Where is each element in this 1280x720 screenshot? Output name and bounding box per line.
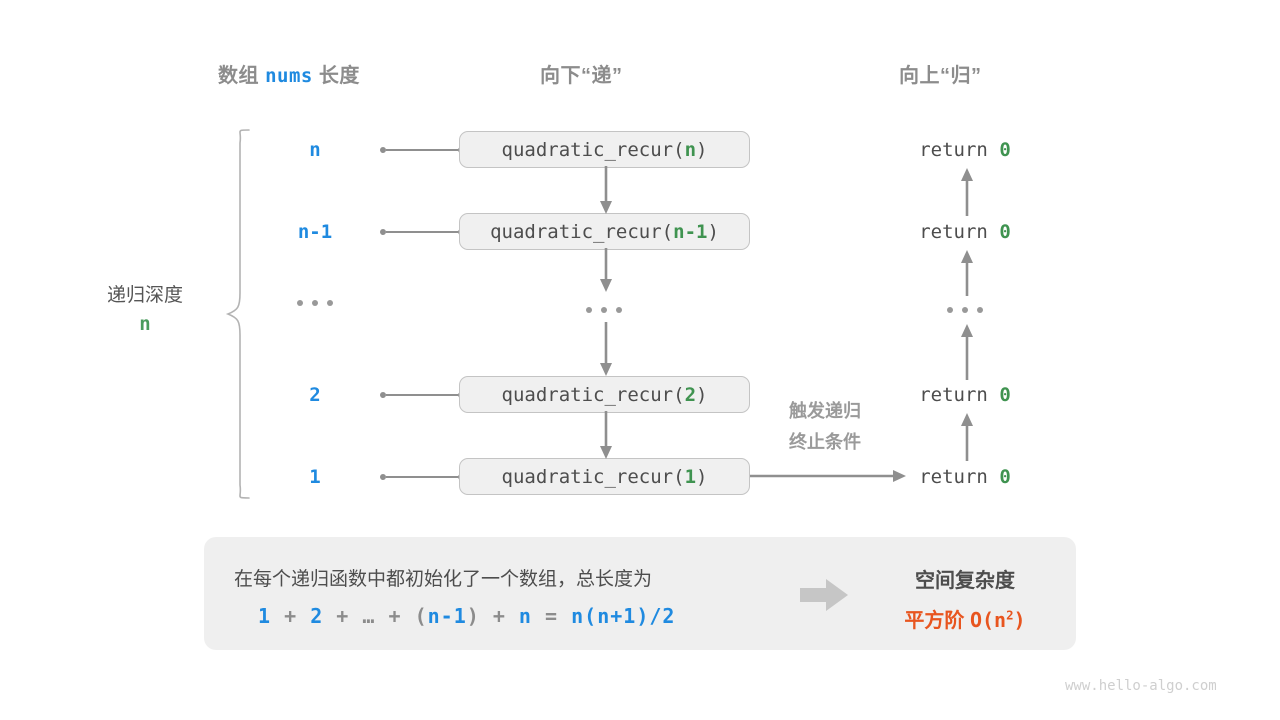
connector-row-4 [380, 474, 464, 480]
termination-note-line-2: 终止条件 [789, 431, 861, 452]
formula-op-2: + [336, 604, 350, 628]
connector-dot-start [380, 229, 386, 235]
connector-row-1 [380, 229, 464, 235]
connector-line [386, 231, 458, 233]
call-label-row-1: quadratic_recur(n-1) [490, 221, 719, 243]
connector-dot-start [380, 392, 386, 398]
down-arrow-ellipsis-to-3 [600, 322, 612, 376]
ellipsis-middle [586, 307, 622, 313]
call-box-row-4[interactable]: quadratic_recur(1) [459, 458, 750, 495]
arg-value-row-4: 1 [309, 466, 321, 488]
down-arrow-1-to-ellipsis [600, 248, 612, 292]
call-arg: n [684, 138, 697, 161]
call-suffix: ) [707, 220, 719, 243]
return-keyword: return [919, 384, 1000, 406]
ellipsis-right [947, 307, 983, 313]
header-ascend: 向上“归” [899, 65, 982, 87]
arg-value-row-0: n [309, 139, 321, 161]
call-arg: n-1 [673, 220, 708, 243]
connector-dot-start [380, 147, 386, 153]
call-prefix: quadratic_recur( [501, 465, 685, 488]
connector-line [386, 149, 458, 151]
return-value: 0 [999, 384, 1011, 406]
return-row-0: return 0 [865, 139, 1065, 161]
up-arrow-ellipsis-to-1 [961, 250, 973, 296]
formula-equals: = [545, 604, 559, 628]
space-complexity-value: 平方阶 O(n2) [875, 604, 1055, 633]
down-arrow-0-to-1 [600, 166, 612, 214]
arg-value-row-2 [265, 300, 365, 306]
complexity-bigo: O(n2) [969, 607, 1026, 632]
formula-term-3: n-1 [427, 604, 467, 628]
summary-panel [204, 537, 1076, 650]
recursion-depth-label: 递归深度 n [90, 281, 200, 340]
call-suffix: ) [696, 138, 708, 161]
header-array-prefix: 数组 [218, 65, 259, 87]
ellipsis-left [265, 300, 365, 306]
formula-term-2: 2 [310, 604, 324, 628]
down-arrow-3-to-4 [600, 411, 612, 459]
summary-formula: 1 + 2 + … + (n-1) + n = n(n+1)/2 [258, 604, 675, 628]
connector-dot-start [380, 474, 386, 480]
call-prefix: quadratic_recur( [501, 138, 685, 161]
return-value: 0 [999, 466, 1011, 488]
call-box-row-0[interactable]: quadratic_recur(n) [459, 131, 750, 168]
complexity-order-label: 平方阶 [904, 610, 965, 632]
formula-op-3: + [388, 604, 402, 628]
formula-op-4: + [492, 604, 506, 628]
arg-value-row-1: n-1 [297, 221, 333, 243]
call-arg: 1 [684, 465, 697, 488]
summary-description: 在每个递归函数中都初始化了一个数组，总长度为 [234, 569, 653, 590]
call-label-row-4: quadratic_recur(1) [502, 466, 708, 488]
return-row-3: return 0 [865, 384, 1065, 406]
formula-rparen: ) [466, 604, 480, 628]
connector-line [386, 394, 458, 396]
connector-row-3 [380, 392, 464, 398]
return-value: 0 [999, 221, 1011, 243]
formula-term-4: n [518, 604, 532, 628]
call-prefix: quadratic_recur( [501, 383, 685, 406]
up-arrow-4-to-3 [961, 413, 973, 461]
base-case-arrow [750, 470, 906, 482]
formula-term-5: n(n+1)/2 [571, 604, 676, 628]
call-box-row-1[interactable]: quadratic_recur(n-1) [459, 213, 750, 250]
up-arrow-3-to-ellipsis [961, 324, 973, 380]
return-value: 0 [999, 139, 1011, 161]
call-arg: 2 [684, 383, 697, 406]
termination-note: 触发递归 终止条件 [760, 396, 890, 457]
return-keyword: return [919, 466, 1000, 488]
connector-line [386, 476, 458, 478]
up-arrow-1-to-0 [961, 168, 973, 216]
connector-row-0 [380, 147, 464, 153]
return-keyword: return [919, 221, 1000, 243]
space-complexity-title: 空间复杂度 [915, 570, 1015, 592]
call-label-row-0: quadratic_recur(n) [502, 139, 708, 161]
call-label-row-3: quadratic_recur(2) [502, 384, 708, 406]
call-box-row-3[interactable]: quadratic_recur(2) [459, 376, 750, 413]
call-suffix: ) [696, 465, 708, 488]
formula-lparen: ( [414, 604, 428, 628]
watermark: www.hello-algo.com [1065, 678, 1217, 694]
formula-term-1: 1 [258, 604, 272, 628]
depth-brace [225, 129, 250, 499]
header-array-nums: nums [265, 65, 313, 87]
call-prefix: quadratic_recur( [490, 220, 674, 243]
formula-ellipsis: … [362, 604, 376, 628]
header-array-length: 数组 nums 长度 [218, 59, 360, 88]
arg-value-row-3: 2 [309, 384, 321, 406]
header-descend: 向下“递” [540, 65, 623, 87]
header-array-suffix: 长度 [318, 65, 360, 87]
right-arrow-icon [800, 579, 848, 611]
call-suffix: ) [696, 383, 708, 406]
recursion-depth-text: 递归深度 [106, 285, 183, 306]
return-keyword: return [919, 139, 1000, 161]
formula-op-1: + [284, 604, 298, 628]
recursion-depth-value: n [139, 313, 151, 336]
return-row-1: return 0 [865, 221, 1065, 243]
return-row-4: return 0 [865, 466, 1065, 488]
termination-note-line-1: 触发递归 [789, 401, 861, 421]
